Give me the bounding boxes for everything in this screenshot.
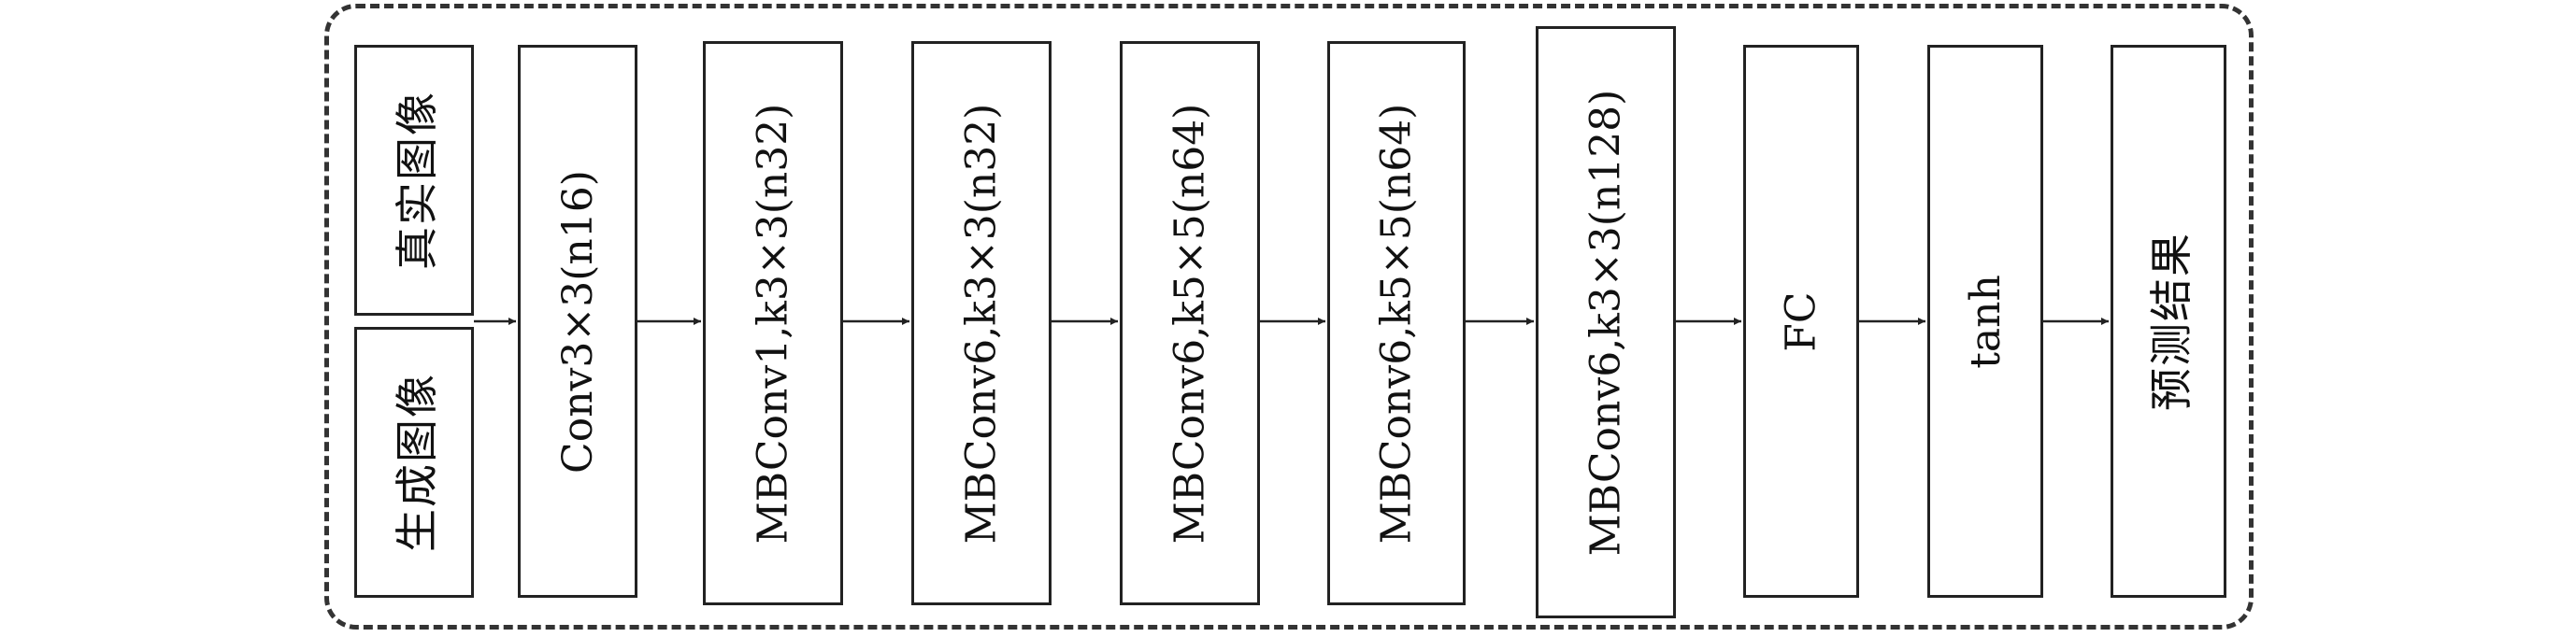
- block-mbconv-1: MBConv1,k3×3(n32): [703, 41, 843, 605]
- block-tanh: tanh: [1927, 45, 2043, 598]
- block-output: 预测结果: [2111, 45, 2226, 598]
- block-mbconv-5: MBConv6,k3×3(n128): [1536, 26, 1676, 618]
- input-real-image: 真实图像: [354, 45, 474, 316]
- block-mbconv-2: MBConv6,k3×3(n32): [911, 41, 1052, 605]
- block-mbconv-4: MBConv6,k5×5(n64): [1327, 41, 1466, 605]
- block-mbconv-3: MBConv6,k5×5(n64): [1120, 41, 1260, 605]
- dashed-frame: [324, 4, 2254, 630]
- input-generated-image: 生成图像: [354, 327, 474, 598]
- block-conv: Conv3×3(n16): [518, 45, 637, 598]
- block-fc: FC: [1743, 45, 1859, 598]
